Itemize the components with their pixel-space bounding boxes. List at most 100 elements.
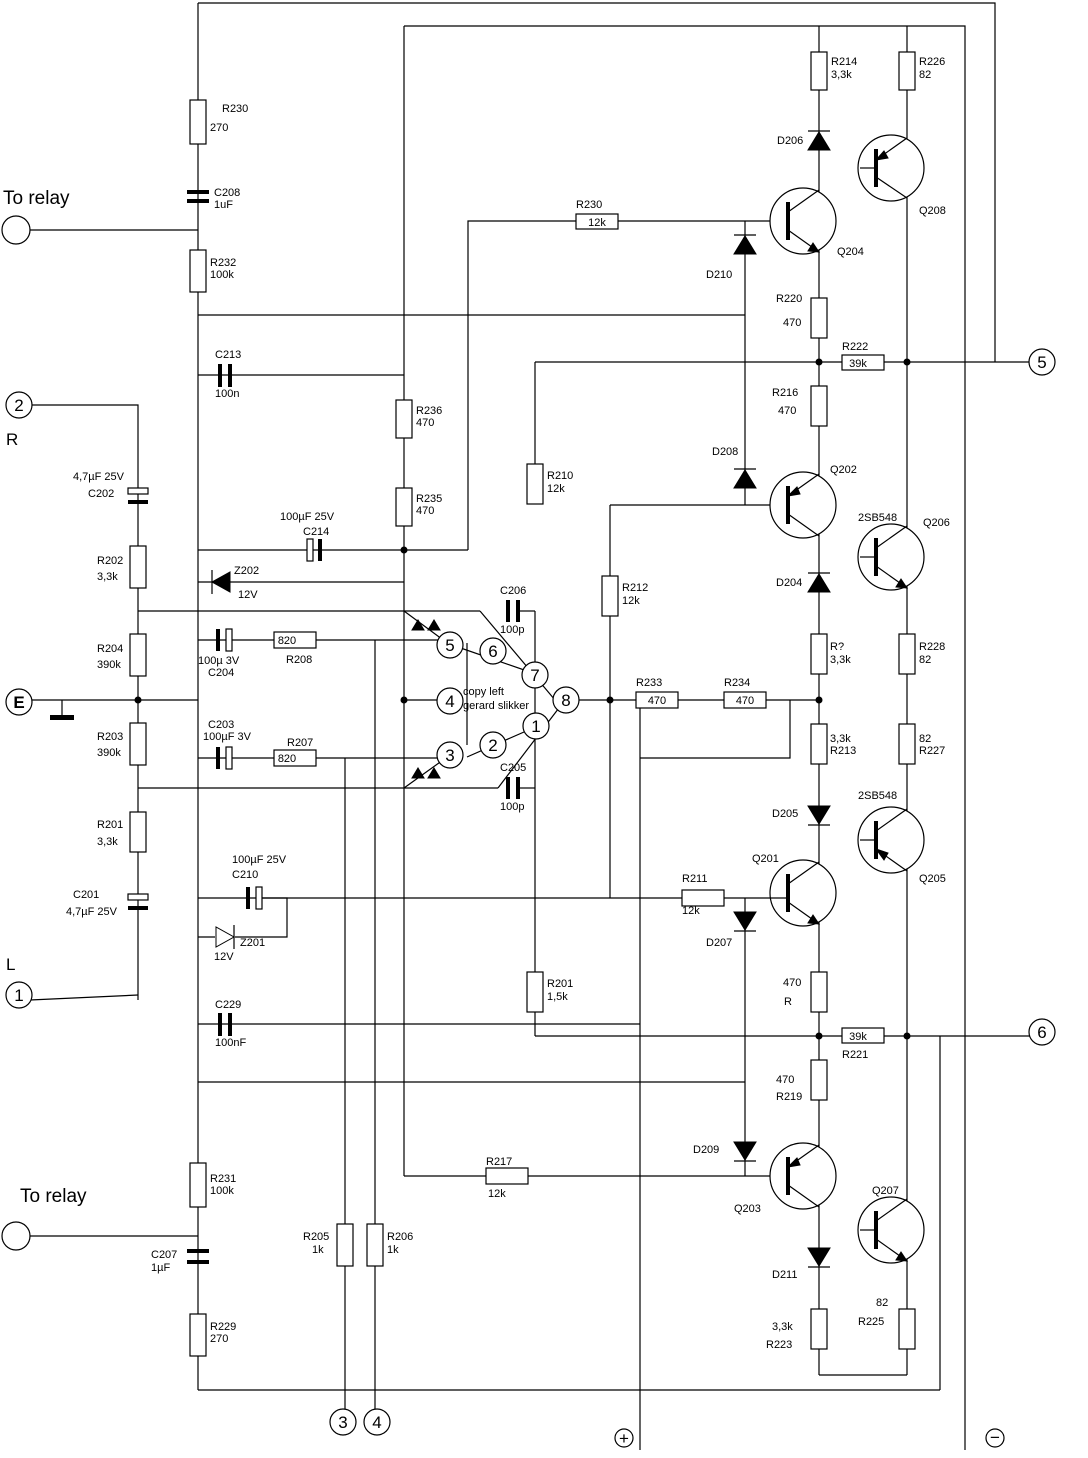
node-1-label: 1 [531,717,540,736]
terminal-to-relay-top[interactable] [1,215,31,245]
resistor-r227 [898,723,916,765]
resistor-r226 [898,51,916,91]
c204-ref-label: C204 [208,667,234,679]
diff-node-3[interactable]: 3 [436,741,464,769]
diff-node-1[interactable]: 1 [522,712,550,740]
r-470-val-label: 470 [783,977,801,989]
connector-6-label: 6 [1037,1023,1046,1042]
connector-1[interactable]: 1 [5,981,33,1009]
connector-e[interactable]: E [5,688,33,716]
q206-ref-label: Q206 [923,517,950,529]
r210-ref-label: R210 [547,470,573,482]
r201b-ref-label: R201 [547,978,573,990]
supply-plus[interactable]: + [614,1428,634,1448]
c201-val-label: 4,7µF 25V [66,906,118,918]
rq-ref-label: R? [830,641,844,653]
r225-val-label: 82 [876,1297,888,1309]
r225-ref-label: R225 [858,1316,884,1328]
resistor-r228 [898,633,916,675]
node-7-label: 7 [530,666,539,685]
r221-ref-label: R221 [842,1049,868,1061]
diff-node-4[interactable]: 4 [436,687,464,715]
resistor-r222 [841,354,885,371]
connector-3[interactable]: 3 [329,1408,357,1436]
connector-6[interactable]: 6 [1028,1018,1056,1046]
resistors-vertical [129,51,916,1357]
r223-val-label: 3,3k [772,1321,793,1333]
r201a-ref-label: R201 [97,819,123,831]
r233-value: 470 [648,695,666,707]
r232-ref-label: R232 [210,257,236,269]
diff-node-7[interactable]: 7 [521,661,549,689]
c210-val-label: 100µF 25V [232,854,287,866]
r203-val-label: 390k [97,747,121,759]
r230a-val-label: 270 [210,122,228,134]
d205-ref-label: D205 [772,808,798,820]
d206-ref-label: D206 [777,135,803,147]
resistor-r231 [189,1162,207,1208]
c202-val-label: 4,7µF 25V [73,471,125,483]
z201-ref-label: Z201 [240,937,265,949]
node-4-label: 4 [445,692,454,711]
resistor-r220 [810,297,828,339]
r226-val-label: 82 [919,69,931,81]
d211-ref-label: D211 [772,1269,797,1281]
resistor-r214 [810,51,828,91]
connector-2-label: 2 [14,396,23,415]
resistor-r234 [723,691,767,709]
resistor-r202 [129,545,147,589]
r232-val-label: 100k [210,269,234,281]
connector-4[interactable]: 4 [363,1408,391,1436]
c206-ref-label: C206 [500,585,526,597]
earth-label: E [13,693,24,712]
r220-ref-label: R220 [776,293,802,305]
z201-val-label: 12V [214,951,234,963]
r217-ref-label: R217 [486,1156,512,1168]
r204-val-label: 390k [97,659,121,671]
d210-ref-label: D210 [706,269,732,281]
q205-ref-label: Q205 [919,873,946,885]
connector-5[interactable]: 5 [1028,348,1056,376]
supply-minus[interactable]: − [985,1428,1005,1448]
connector-3-label: 3 [338,1413,347,1432]
resistor-r210 [526,463,544,505]
c208-ref-label: C208 [214,187,240,199]
resistor-r236 [395,399,413,439]
connector-2[interactable]: 2 [5,391,33,419]
q202-ref-label: Q202 [830,464,857,476]
r210-val-label: 12k [547,483,565,495]
r213-val-label: 3,3k [830,733,851,745]
r219-val-label: 470 [776,1074,794,1086]
r204-ref-label: R204 [97,643,123,655]
d208-ref-label: D208 [712,446,738,458]
diff-node-8[interactable]: 8 [552,686,580,714]
diff-node-2[interactable]: 2 [479,731,507,759]
terminal-to-relay-bottom[interactable] [1,1221,31,1251]
c213-ref-label: C213 [215,349,241,361]
q201-ref-label: Q201 [752,853,779,865]
r230a-ref-label: R230 [222,103,248,115]
resistor-r230b [575,213,619,230]
capacitors [127,190,520,1264]
c205-val-label: 100p [500,801,524,813]
c207-ref-label: C207 [151,1249,177,1261]
r202-val-label: 3,3k [97,571,118,583]
c202-ref-label: C202 [88,488,114,500]
r203-ref-label: R203 [97,731,123,743]
d207-ref-label: D207 [706,937,732,949]
r222-ref-label: R222 [842,341,868,353]
diff-node-5[interactable]: 5 [436,631,464,659]
resistor-r470 [810,971,828,1013]
r229-ref-label: R229 [210,1321,236,1333]
diff-node-6[interactable]: 6 [479,637,507,665]
resistor-rq [810,633,828,675]
c203-ref-label: C203 [208,719,234,731]
resistors-horizontal [273,213,885,1185]
connector-4-label: 4 [372,1413,381,1432]
d209-ref-label: D209 [693,1144,719,1156]
q204-ref-label: Q204 [837,246,864,258]
c208-val-label: 1uF [214,199,233,211]
c210-ref-label: C210 [232,869,258,881]
resistor-r208 [273,631,317,649]
